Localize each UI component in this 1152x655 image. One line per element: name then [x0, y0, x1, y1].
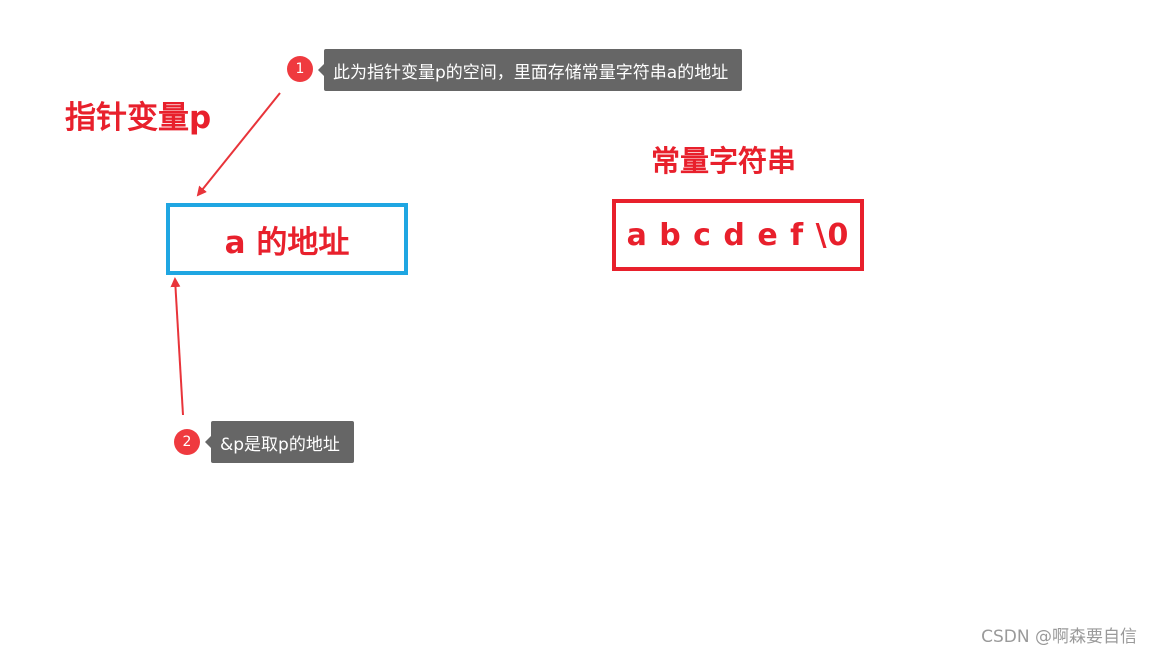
pointer-memory-box: a 的地址: [166, 203, 408, 275]
annotation-text-2: &p是取p的地址: [220, 434, 340, 455]
annotation-badge-2: 2: [174, 429, 200, 455]
constant-string-title: 常量字符串: [651, 144, 797, 178]
annotation-text-1: 此为指针变量p的空间，里面存储常量字符串a的地址: [333, 62, 729, 83]
annotation-callout-1: 此为指针变量p的空间，里面存储常量字符串a的地址: [317, 49, 743, 91]
watermark: CSDN @啊森要自信: [981, 627, 1137, 647]
pointer-variable-title: 指针变量p: [65, 100, 212, 136]
arrow-annotation-1: [196, 92, 281, 197]
string-box-text: a b c d e f \0: [626, 217, 850, 253]
arrow-annotation-2: [170, 277, 184, 416]
pointer-box-text: a 的地址: [224, 224, 350, 261]
annotation-callout-2: &p是取p的地址: [205, 421, 354, 463]
string-memory-box: a b c d e f \0: [612, 199, 864, 271]
annotation-badge-1: 1: [287, 56, 313, 82]
